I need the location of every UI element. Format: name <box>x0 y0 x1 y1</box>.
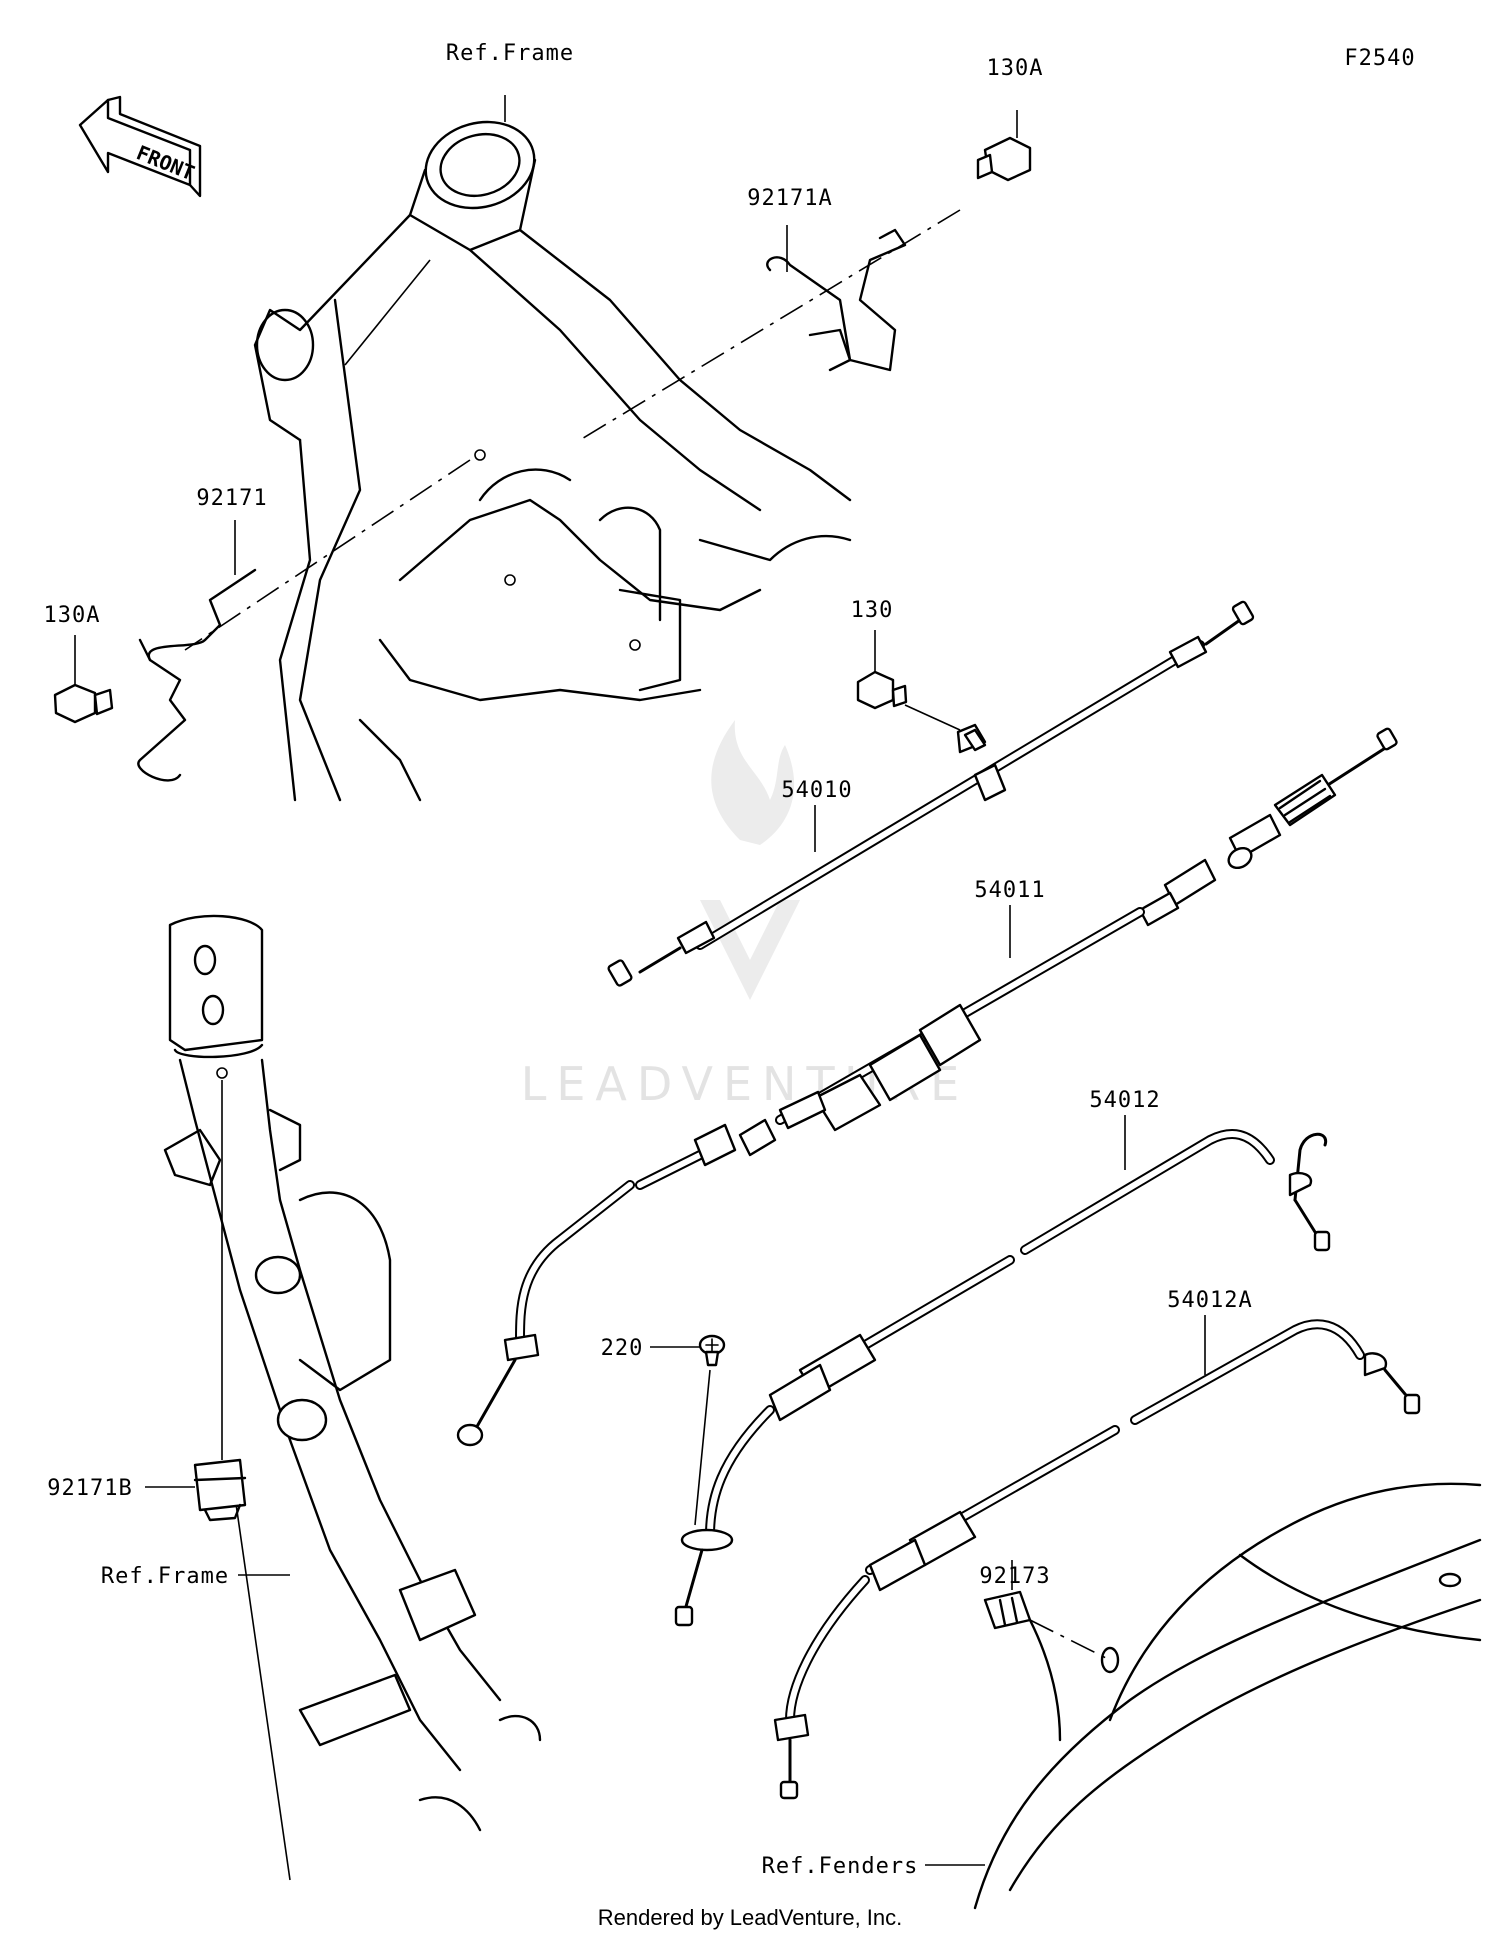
label-92171: 92171 <box>196 486 267 511</box>
lower-frame <box>163 914 542 1881</box>
label-54010: 54010 <box>781 778 852 803</box>
screw-220 <box>650 1334 726 1526</box>
figure-code: F2540 <box>1344 46 1415 71</box>
label-130: 130 <box>851 598 894 623</box>
label-ref-frame-bottom: Ref.Frame <box>101 1564 229 1589</box>
bolt-130A-top <box>976 110 1032 182</box>
label-130A-top: 130A <box>987 56 1044 81</box>
cable-54012 <box>674 1115 1331 1627</box>
footer-credit: Rendered by LeadVenture, Inc. <box>598 1905 903 1930</box>
label-54012: 54012 <box>1089 1088 1160 1113</box>
clamp-92171A <box>579 209 961 441</box>
label-92171B: 92171B <box>47 1476 132 1501</box>
watermark-logo-icon <box>711 720 795 845</box>
label-ref-frame-top: Ref.Frame <box>446 41 574 66</box>
cable-54010 <box>607 600 1255 987</box>
front-arrow-icon: FRONT <box>78 95 202 198</box>
label-220: 220 <box>601 1336 644 1361</box>
label-92173: 92173 <box>979 1564 1050 1589</box>
clamp-92171B <box>145 1458 247 1522</box>
rear-fender <box>925 1482 1482 1910</box>
bolt-130A-left <box>53 635 114 724</box>
label-130A-left: 130A <box>44 603 101 628</box>
label-ref-fenders: Ref.Fenders <box>762 1854 919 1879</box>
cable-54011 <box>456 727 1398 1447</box>
clamp-92171 <box>137 459 471 782</box>
label-92171A: 92171A <box>747 186 832 211</box>
label-54012A: 54012A <box>1167 1288 1252 1313</box>
label-54011: 54011 <box>974 878 1045 903</box>
upper-frame <box>253 95 852 802</box>
cable-54012A <box>773 1315 1421 1800</box>
